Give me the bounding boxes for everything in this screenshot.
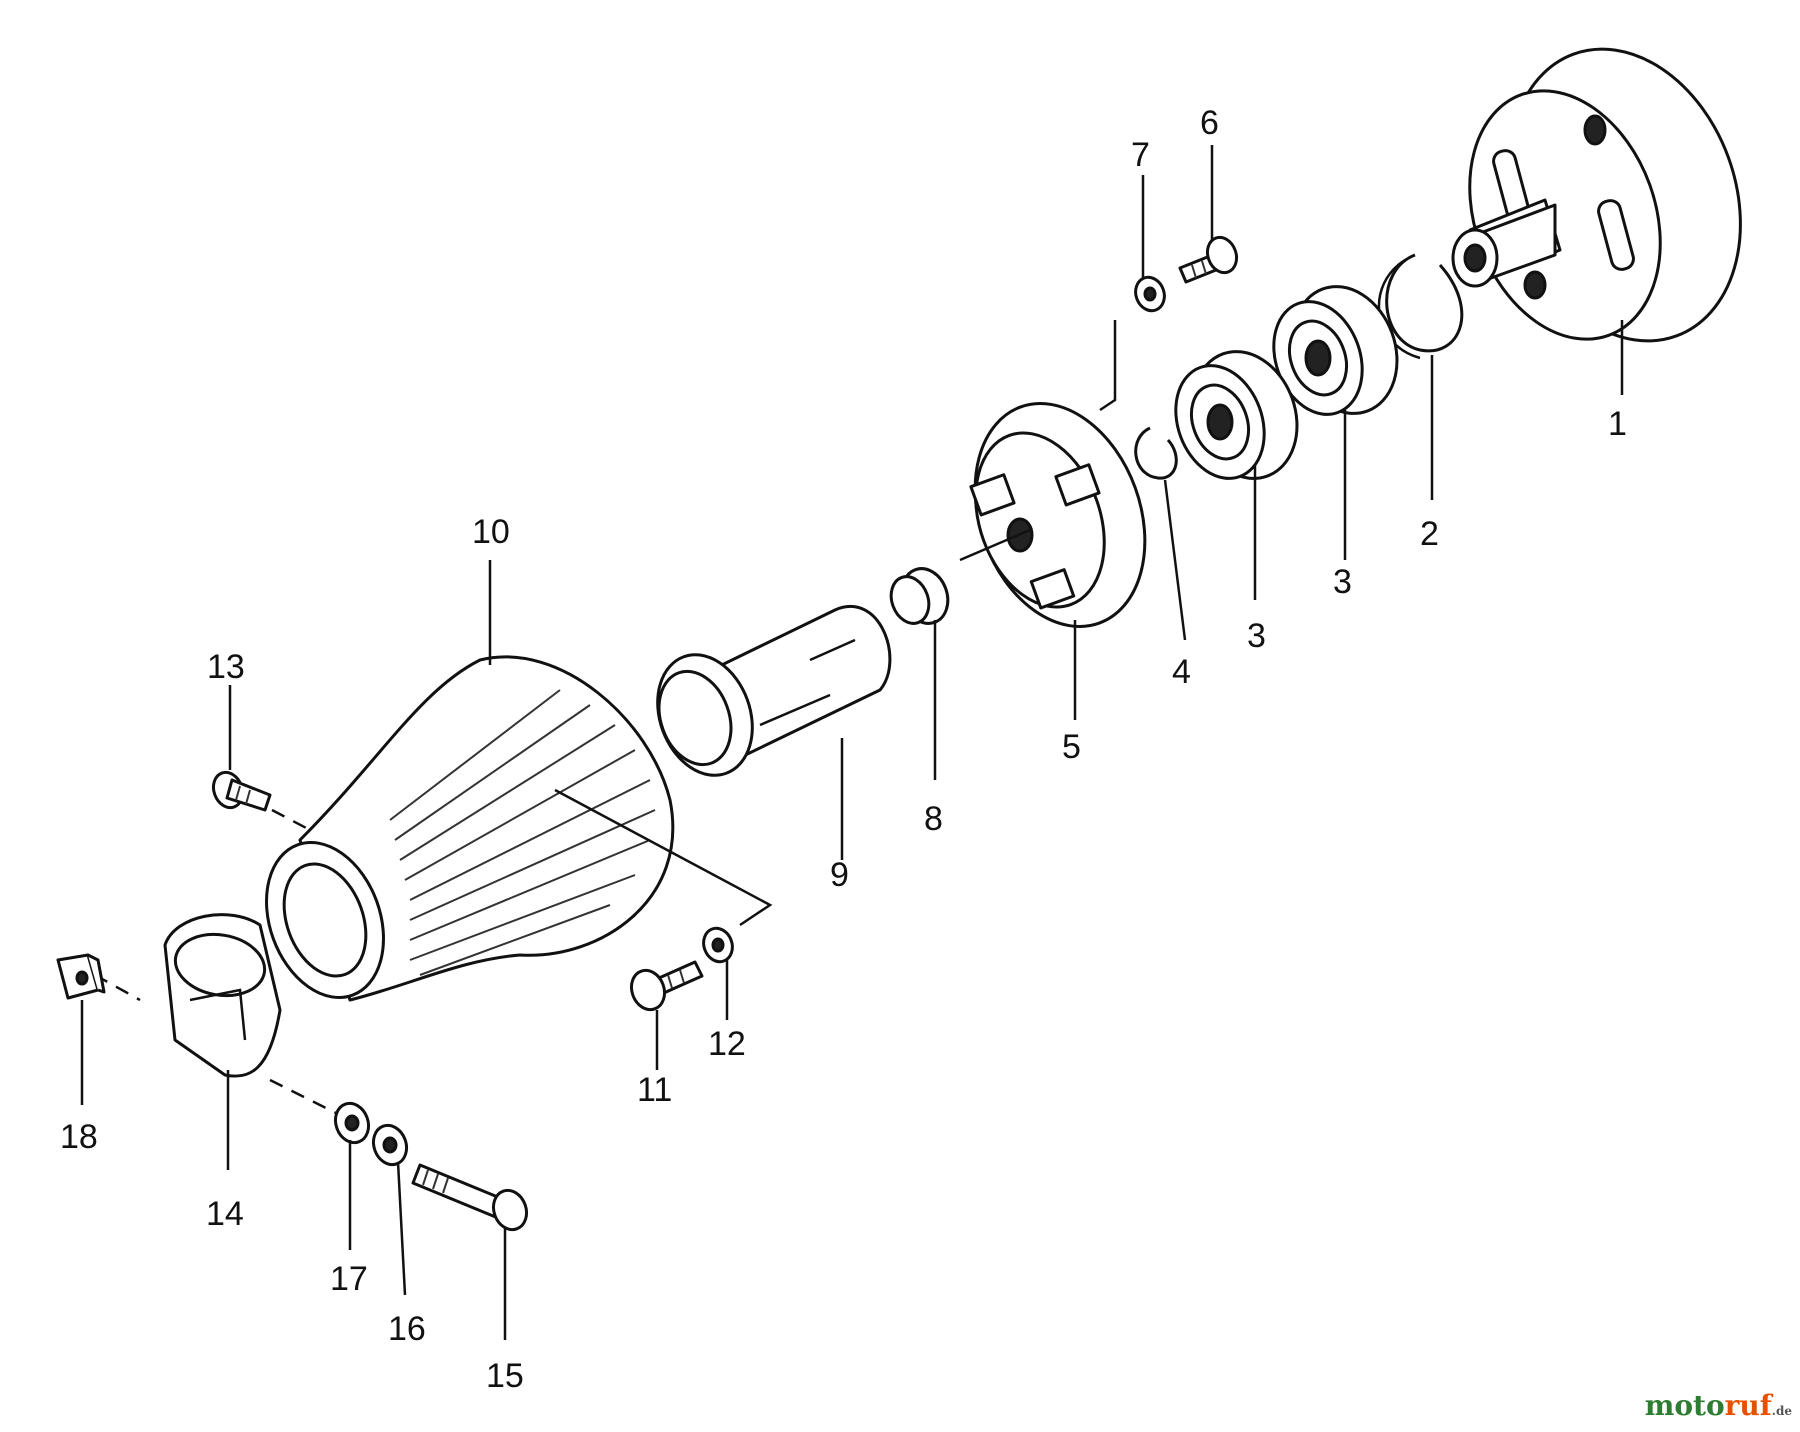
part-17-washer <box>333 1101 371 1250</box>
callout-3-left: 3 <box>1247 617 1266 655</box>
callout-2: 2 <box>1420 515 1439 553</box>
callout-6: 6 <box>1200 104 1219 142</box>
part-9-coupling-sleeve <box>656 605 892 860</box>
part-6-screw <box>1178 145 1239 284</box>
watermark-logo: motoruf.de <box>1645 1389 1792 1422</box>
part-12-washer <box>554 788 773 1020</box>
part-18-nut-block <box>56 953 106 1105</box>
callout-16: 16 <box>388 1310 426 1348</box>
part-4-circlip <box>1134 426 1187 641</box>
part-1-clutch-drum <box>1451 47 1742 395</box>
callout-12: 12 <box>708 1025 746 1063</box>
callout-1: 1 <box>1608 405 1627 443</box>
part-11-screw <box>629 960 704 1070</box>
callout-8: 8 <box>924 800 943 838</box>
watermark-part3: .de <box>1771 1404 1792 1418</box>
part-10-conical-housing <box>265 560 675 1002</box>
callout-18: 18 <box>60 1118 98 1156</box>
part-8-spring-clip <box>889 567 950 780</box>
callout-10: 10 <box>472 513 510 551</box>
part-16-lock-washer <box>371 1123 409 1296</box>
watermark-part2: ruf <box>1724 1389 1772 1422</box>
part-2-snap-ring <box>1377 253 1464 500</box>
callout-15: 15 <box>486 1357 524 1395</box>
part-5-carrier-plate <box>959 320 1147 720</box>
callout-13: 13 <box>207 648 245 686</box>
part-14-mount-block <box>94 913 341 1170</box>
callout-9: 9 <box>830 856 849 894</box>
watermark-part1: moto <box>1644 1389 1725 1422</box>
part-3-bearing-left <box>1174 350 1299 600</box>
part-7-washer <box>1134 175 1166 313</box>
callout-11: 11 <box>637 1071 672 1109</box>
callout-5: 5 <box>1062 728 1081 766</box>
callout-7: 7 <box>1131 136 1150 174</box>
callout-14: 14 <box>206 1195 244 1233</box>
callout-4: 4 <box>1172 653 1191 691</box>
part-15-bolt <box>411 1163 529 1340</box>
part-13-screw <box>211 685 311 832</box>
part-3-bearing-right <box>1272 285 1399 560</box>
callout-3-right: 3 <box>1333 563 1352 601</box>
callout-17: 17 <box>330 1260 368 1298</box>
